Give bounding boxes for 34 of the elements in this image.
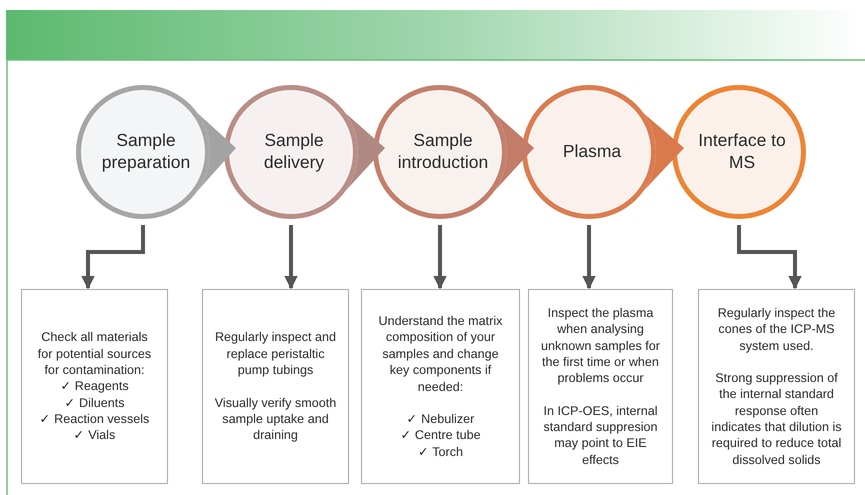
arrow <box>284 225 298 290</box>
info-card <box>21 289 168 484</box>
chevron-arrow <box>346 113 385 191</box>
card-text: Understand the matrix composition of your samples and change key components if needed: <box>378 313 504 395</box>
card-text: ✓ Vials <box>74 427 116 444</box>
card-text: ✓ Reagents <box>60 378 129 395</box>
card-text: In ICP-OES, internal standard suppresion may point to EIE effects <box>542 402 659 468</box>
card-text: Regularly inspect and replace peristaltic pump tubings <box>214 329 337 378</box>
info-card <box>528 289 673 484</box>
card-text: Regularly inspect the cones of the ICP-MS system used. <box>716 304 836 354</box>
card-text: Visually verify smooth sample uptake and draining <box>214 394 337 444</box>
card-text: ✓ Torch <box>418 444 464 460</box>
arrow <box>582 225 596 290</box>
card-text: Strong suppression of the internal standard response often indicates that dilution is required to reduce total dissolved solids <box>710 370 843 468</box>
card-text: ✓ Centre tube <box>400 427 481 444</box>
card-text: ✓ Reaction vessels <box>40 411 150 428</box>
info-card <box>698 289 855 484</box>
step-label: Sample introduction <box>396 130 490 174</box>
info-card <box>202 289 349 484</box>
step-label: Plasma <box>562 141 622 163</box>
card-text: ✓ Diluents <box>64 394 124 412</box>
step-label: Sample delivery <box>262 130 326 174</box>
card-text: ✓ Nebulizer <box>406 410 474 428</box>
chevron-arrow <box>198 113 236 191</box>
step-label: Sample preparation <box>100 130 192 174</box>
chevron-arrow <box>644 113 684 191</box>
arrow <box>737 225 802 290</box>
step-label: Interface to MS <box>697 130 787 174</box>
info-card <box>361 289 520 484</box>
card-text: Inspect the plasma when analysing unknown samples for the first time or when problems occur <box>540 304 661 387</box>
chevron-arrow <box>494 113 534 191</box>
arrow <box>433 225 447 290</box>
arrow <box>81 225 145 290</box>
card-text: Check all materials for potential sources for contamination: <box>36 329 152 378</box>
